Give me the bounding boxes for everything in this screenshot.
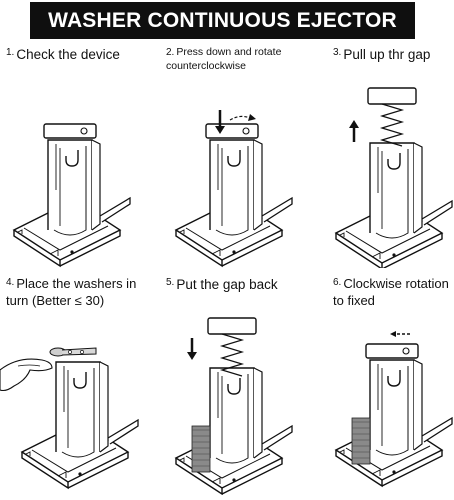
- step-3-number: 3.: [333, 47, 342, 58]
- step-3-text: Pull up thr gap: [343, 47, 431, 62]
- step-6-caption: 6.Clockwise rotation to fixed: [333, 276, 451, 310]
- title-banner: WASHER CONTINUOUS EJECTOR: [30, 2, 415, 39]
- step-6-text: Clockwise rotation to fixed: [333, 276, 449, 308]
- step-4-text: Place the washers in turn (Better ≤ 30): [6, 276, 137, 308]
- hand-icon: [0, 358, 53, 392]
- down-arrow-icon: [187, 338, 197, 360]
- step-5-number: 5.: [166, 277, 175, 288]
- page-title: WASHER CONTINUOUS EJECTOR: [48, 8, 397, 32]
- step-3-diagram: [335, 87, 453, 268]
- counterclockwise-arrow-icon: [229, 114, 256, 121]
- left-arrow-icon: [390, 331, 410, 337]
- step-2-caption: 2.Press down and rotate counterclockwise: [166, 46, 290, 73]
- step-6-diagram: [335, 331, 453, 487]
- step-2-number: 2.: [166, 47, 175, 58]
- step-5-diagram: [175, 317, 293, 495]
- step-3-caption: 3.Pull up thr gap: [333, 46, 451, 64]
- step-5-text: Put the gap back: [176, 277, 278, 292]
- step-6-number: 6.: [333, 277, 342, 288]
- down-arrow-icon: [215, 110, 225, 134]
- up-arrow-icon: [349, 120, 359, 142]
- step-1-number: 1.: [6, 47, 15, 58]
- step-1-diagram: [13, 123, 131, 267]
- step-1-text: Check the device: [16, 47, 120, 62]
- step-4-caption: 4.Place the washers in turn (Better ≤ 30…: [6, 276, 146, 310]
- step-4-number: 4.: [6, 277, 15, 288]
- step-1-caption: 1.Check the device: [6, 46, 156, 64]
- step-2-diagram: [175, 110, 293, 267]
- step-2-text: Press down and rotate counterclockwise: [166, 46, 282, 72]
- step-5-caption: 5.Put the gap back: [166, 276, 306, 294]
- washer-strip-icon: [49, 347, 97, 357]
- step-4-diagram: [0, 347, 139, 489]
